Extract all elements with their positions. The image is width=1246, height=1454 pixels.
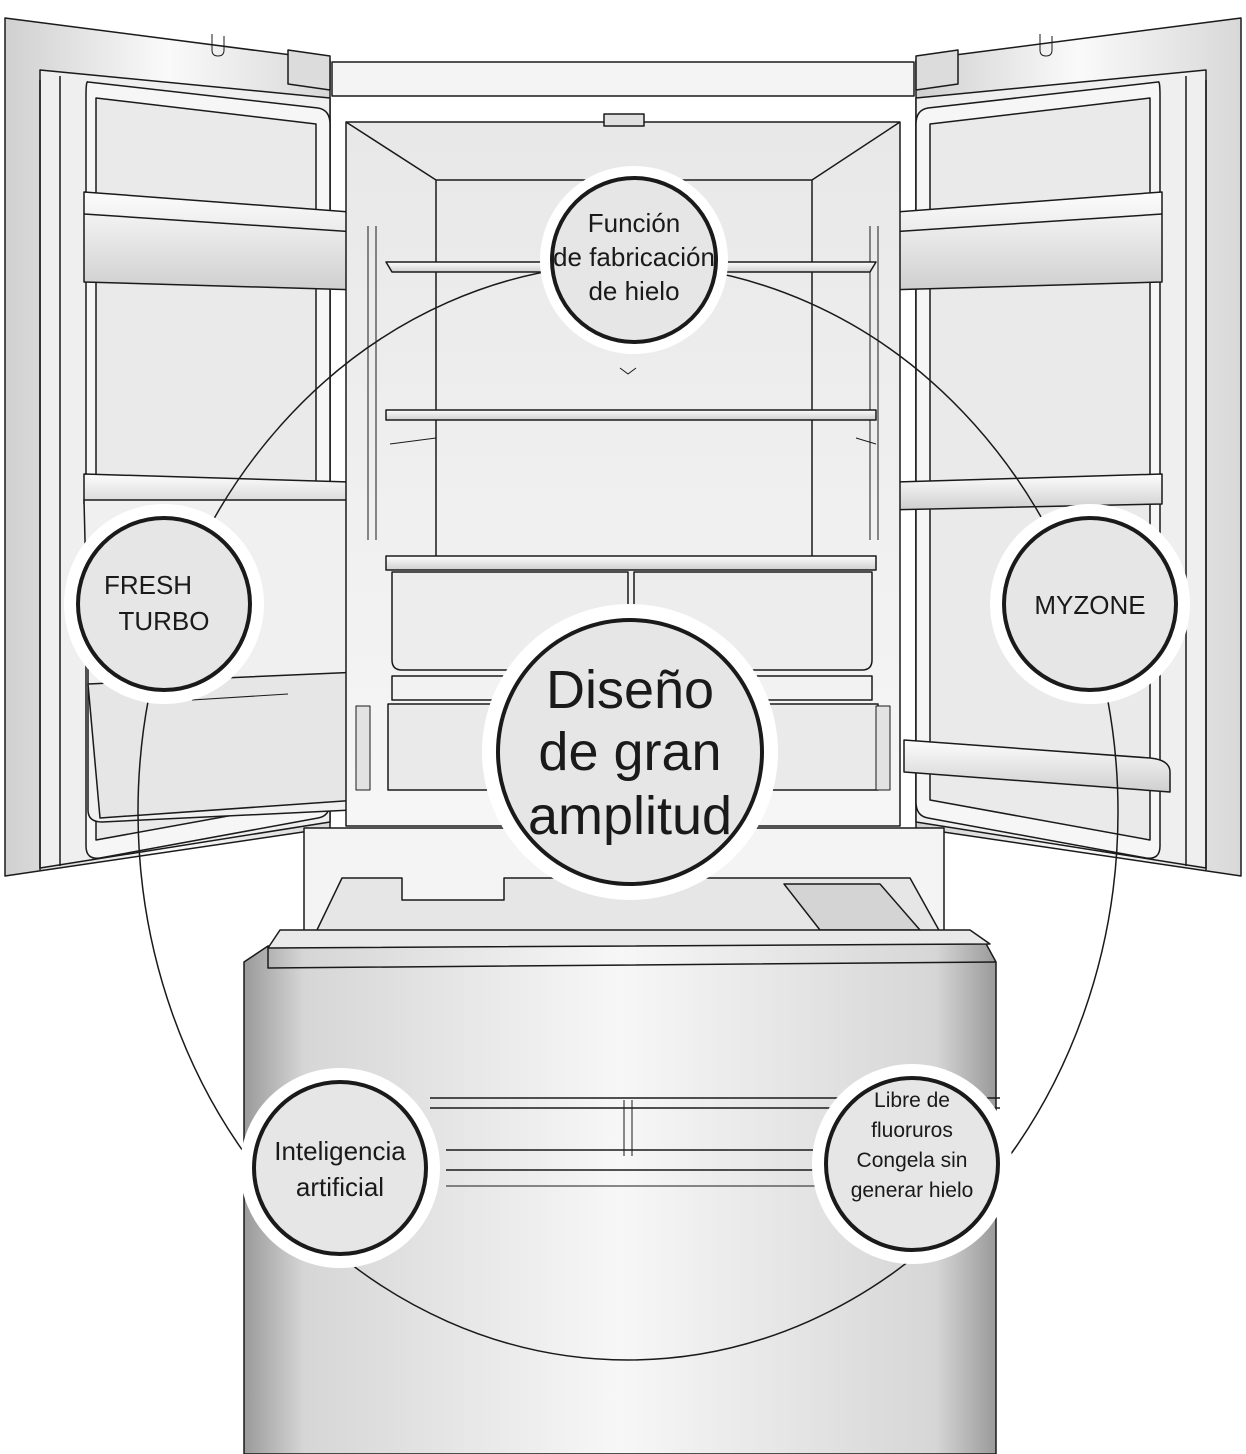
fresh-turbo-line-1: FRESH (104, 570, 192, 600)
fluoride-free-line-2: fluoruros (871, 1119, 953, 1142)
ice-maker-line-2: de fabricación (553, 242, 715, 272)
spacious-design-line-2: de gran (538, 722, 721, 782)
bubble-fresh-turbo: FRESH TURBO (64, 504, 264, 704)
fluoride-free-line-3: Congela sin (857, 1149, 968, 1172)
spacious-design-line-1: Diseño (546, 660, 714, 720)
myzone-label: MYZONE (1034, 590, 1145, 620)
right-door (885, 17, 1242, 877)
ai-line-2: artificial (296, 1172, 384, 1202)
spacious-design-line-3: amplitud (528, 786, 732, 846)
bubble-ice-maker: Función de fabricación de hielo (540, 166, 728, 354)
fluoride-free-line-4: generar hielo (851, 1179, 974, 1202)
bubble-myzone: MYZONE (990, 504, 1190, 704)
fresh-turbo-line-2: TURBO (119, 606, 210, 636)
bubble-spacious-design: Diseño de gran amplitud (482, 604, 778, 900)
fluoride-free-line-1: Libre de (874, 1089, 950, 1112)
bubble-artificial-intelligence: Inteligencia artificial (240, 1068, 440, 1268)
left-door (4, 17, 361, 877)
ai-line-1: Inteligencia (274, 1136, 406, 1166)
ice-maker-line-3: de hielo (588, 276, 679, 306)
bubble-fluoride-free: Libre de fluoruros Congela sin generar h… (812, 1064, 1012, 1264)
ice-maker-line-1: Función (588, 208, 681, 238)
